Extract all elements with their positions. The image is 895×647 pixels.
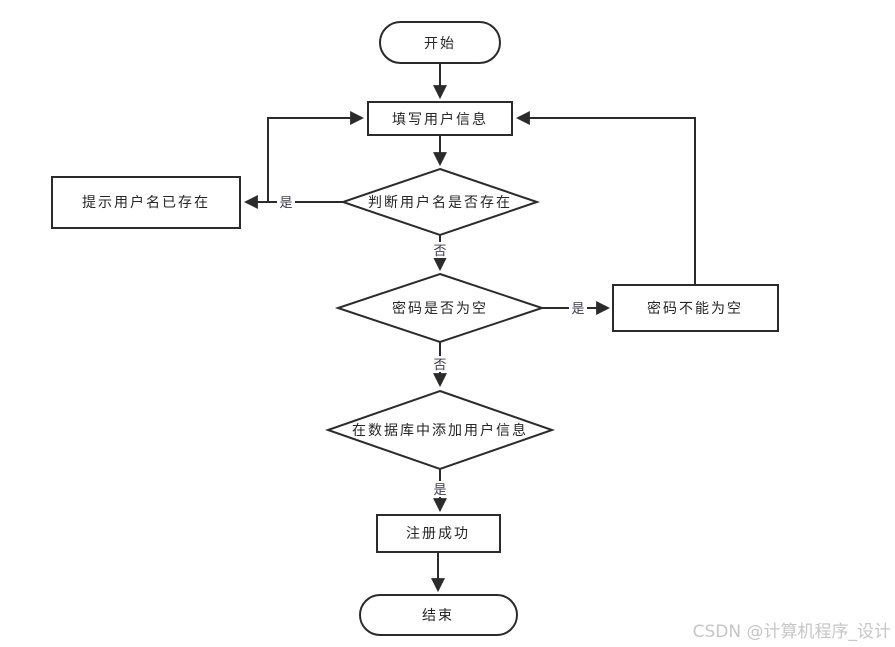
- edge-label-no-username-exists: 否: [433, 244, 446, 259]
- node-check-username-exists: [339, 167, 541, 237]
- node-start: [379, 21, 501, 64]
- node-check-username-exists-label: 判断用户名是否存在: [368, 194, 512, 211]
- edge-label-yes-db-add: 是: [433, 483, 446, 498]
- watermark: CSDN @计算机程序_设计: [693, 622, 891, 642]
- node-check-password-empty: [334, 272, 546, 344]
- node-fill-user-info-label: 填写用户信息: [392, 111, 488, 128]
- node-add-user-info-to-database: [324, 389, 556, 471]
- edge-label-bg: [569, 299, 587, 317]
- edge-label-bg: [431, 356, 449, 372]
- edge-label-bg: [277, 193, 295, 211]
- node-group: 开始 填写用户信息 判断用户名是否存在 提示用户名已存在 密码是否为空 密码不能…: [51, 21, 779, 636]
- node-check-password-empty-label: 密码是否为空: [392, 300, 488, 317]
- edge-prompt-not-empty-loop-to-fill-user-info: [515, 111, 696, 285]
- node-register-success-label: 注册成功: [406, 526, 470, 542]
- node-prompt-password-not-empty: [612, 284, 779, 332]
- node-prompt-password-not-empty-label: 密码不能为空: [647, 300, 743, 317]
- node-end: [359, 594, 518, 636]
- node-end-label: 结束: [422, 608, 454, 624]
- edge-label-yes-username-exists: 是: [279, 196, 292, 211]
- node-register-success: [376, 514, 501, 553]
- edge-label-bg: [431, 481, 449, 497]
- edge-label-no-password-empty: 否: [433, 358, 446, 373]
- node-prompt-username-exists-label: 提示用户名已存在: [82, 194, 210, 211]
- edge-label-group: 是 否 是 否 是: [277, 193, 587, 498]
- node-fill-user-info: [367, 101, 513, 136]
- edge-prompt-exists-loop-to-fill-user-info: [267, 111, 365, 202]
- edge-label-bg: [431, 242, 449, 258]
- edge-label-yes-password-empty: 是: [571, 302, 584, 317]
- node-start-label: 开始: [424, 36, 456, 52]
- node-add-user-info-to-database-label: 在数据库中添加用户信息: [352, 422, 528, 439]
- node-prompt-username-exists: [51, 176, 241, 229]
